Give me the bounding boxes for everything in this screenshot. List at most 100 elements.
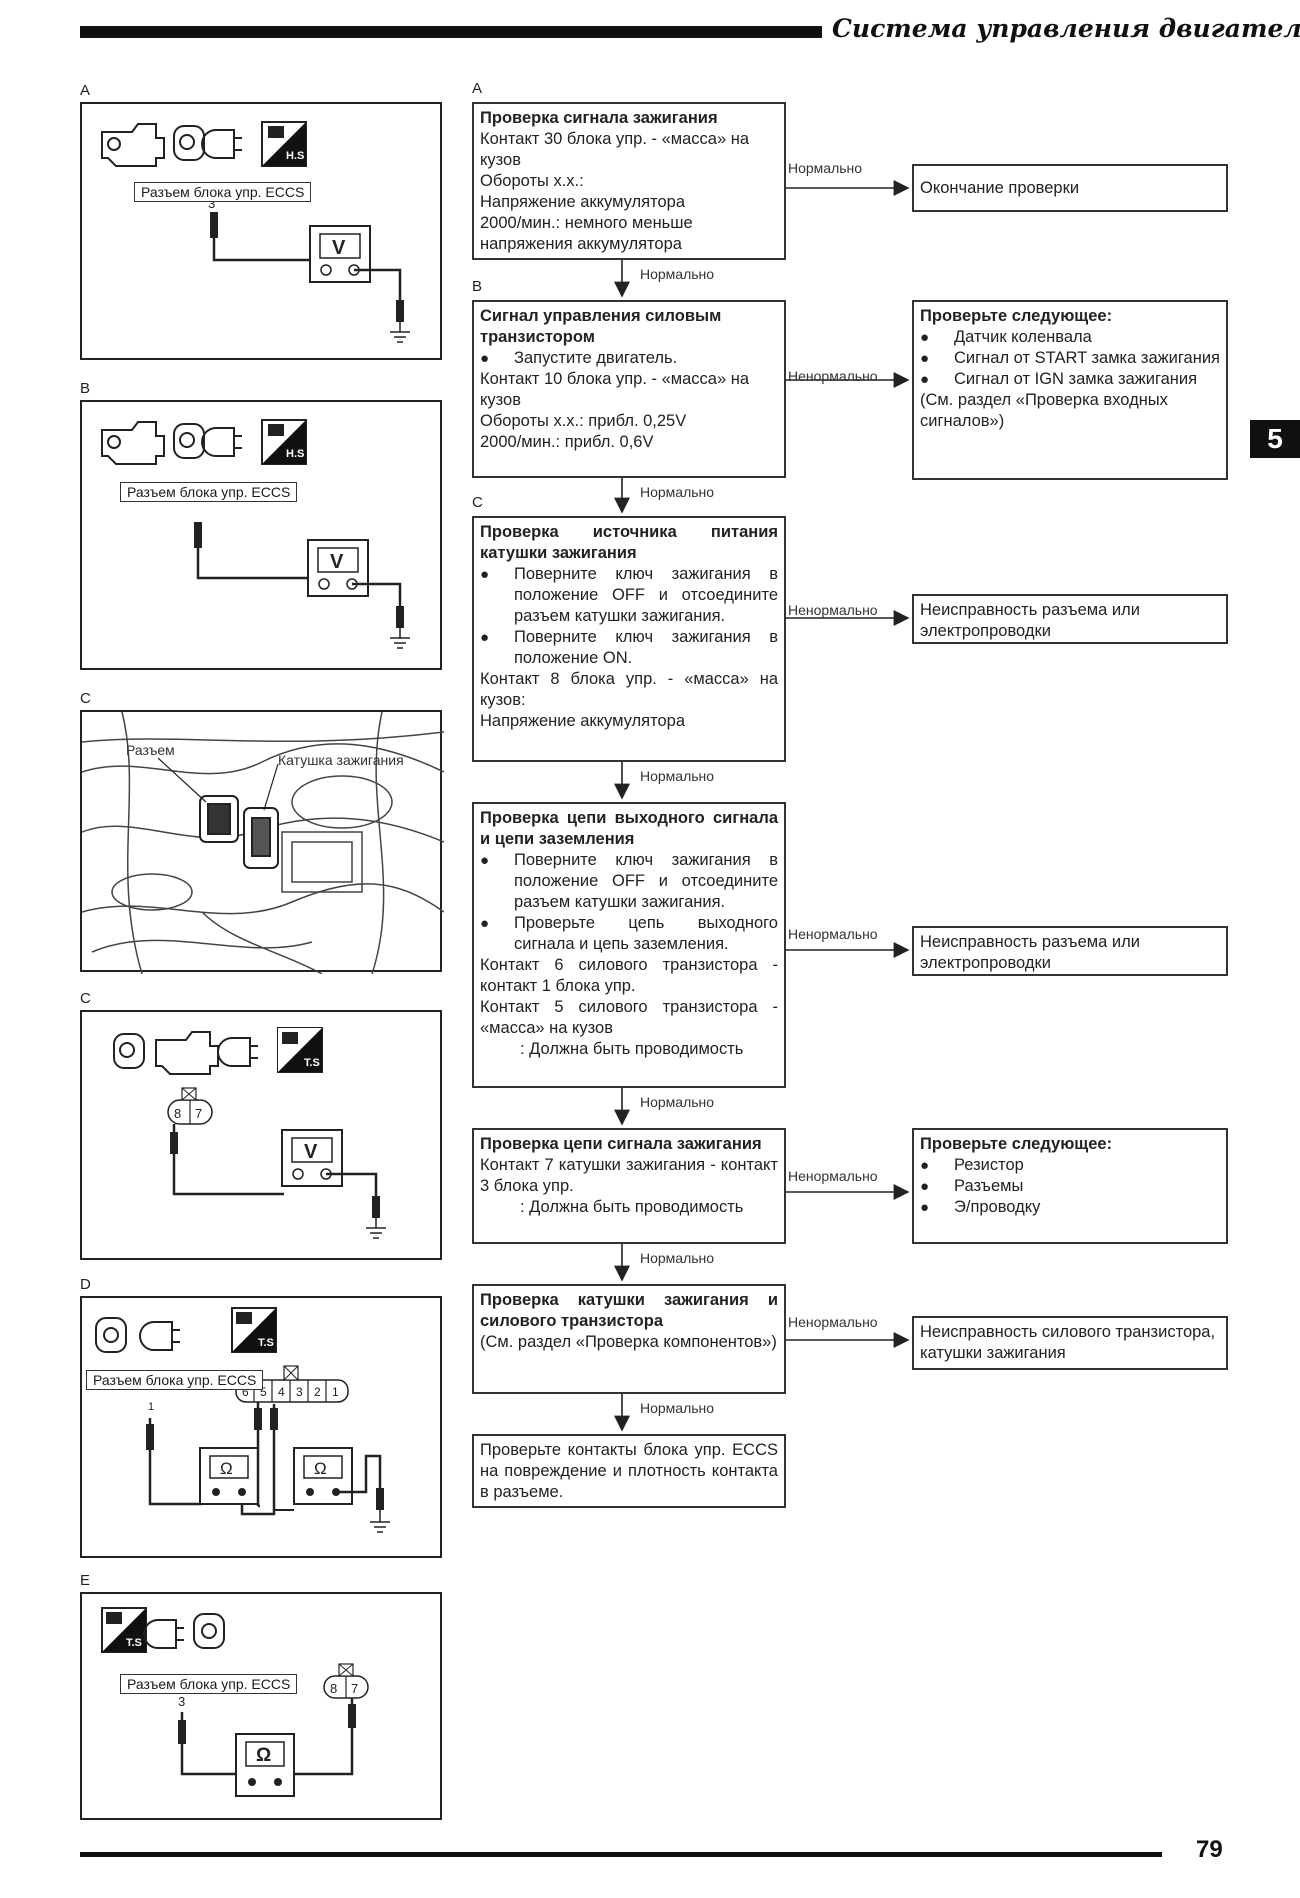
panel-d-connector-label: Разъем блока упр. ECCS: [86, 1370, 264, 1390]
footer-rule: [80, 1852, 1162, 1857]
step-b-box: Сигнал управления силовым транзистором З…: [472, 300, 786, 478]
step-f-result-box: Неисправность силового транзистора, кату…: [912, 1316, 1228, 1370]
edge-label-f-abnormal: Ненормально: [788, 1314, 878, 1330]
panel-b: H.S V Разъем блока упр. ECCS: [80, 400, 442, 670]
header-rule: [80, 26, 822, 38]
step-d-title: Проверка цепи выходного сигнала и цепи з…: [480, 809, 778, 848]
step-c-bullet: Поверните ключ зажигания в положение ON.: [480, 627, 778, 669]
panel-d-meter-1: Ω: [220, 1459, 233, 1478]
panel-c1-photo: Разъем Катушка зажигания: [80, 710, 444, 974]
step-b-result-note: (См. раздел «Проверка входных сигналов»): [920, 391, 1168, 430]
engine-running-icon: [101, 123, 165, 167]
edge-label-bc-normal: Нормально: [640, 484, 715, 500]
panel-d-letter: D: [80, 1276, 91, 1293]
panel-e-pin: 3: [178, 1694, 185, 1709]
step-d-box: Проверка цепи выходного сигнала и цепи з…: [472, 802, 786, 1088]
ignition-coil-connector: [199, 795, 239, 843]
step-d-bullet: Поверните ключ зажигания в положение OFF…: [480, 850, 778, 913]
ground-icon: [366, 1218, 386, 1239]
panel-a-drawing: H.S 3 V: [101, 121, 410, 343]
edge-label-d-abnormal: Ненормально: [788, 926, 878, 942]
panel-b-drawing: H.S V: [101, 419, 410, 649]
edge-label-de-normal: Нормально: [640, 1094, 715, 1110]
panel-c2-letter: C: [80, 990, 91, 1007]
panel-e-pin-7: 7: [351, 1681, 358, 1696]
transistor-connector-pins: [235, 1365, 349, 1403]
panel-d-meter-2: Ω: [314, 1459, 327, 1478]
edge-label-a-normal: Нормально: [788, 160, 863, 176]
step-b-result-item: Сигнал от START замка зажигания: [920, 348, 1220, 369]
panel-c2-meter: V: [304, 1141, 318, 1163]
step-e-tail: : Должна быть проводимость: [520, 1198, 744, 1216]
step-c-title: Проверка источника питания катушки зажиг…: [480, 523, 778, 562]
hs-mode-icon: [261, 121, 307, 167]
step-c-line: Контакт 8 блока упр. - «масса» на кузов:: [480, 670, 778, 709]
panel-b-connector-label: Разъем блока упр. ECCS: [120, 482, 298, 502]
engine-bay-drawing: [82, 712, 444, 974]
panel-d-pin-6: 6: [242, 1385, 249, 1399]
panel-d: T.S 6 5 4 3 2 1 1 Ω Ω: [80, 1296, 442, 1558]
step-b-result-item: Датчик коленвала: [920, 327, 1220, 348]
panel-a-tag: H.S: [286, 150, 304, 162]
panel-d-pin-2: 2: [314, 1385, 321, 1399]
panel-c2-drawing: T.S 8 7 V: [113, 1027, 386, 1239]
step-d-tail: : Должна быть проводимость: [520, 1040, 744, 1058]
panel-b-letter: B: [80, 380, 91, 397]
ground-icon: [390, 628, 410, 649]
edge-label-cd-normal: Нормально: [640, 768, 715, 784]
ohmmeter-icon-1: [199, 1447, 259, 1505]
step-e-title: Проверка цепи сигнала зажигания: [480, 1135, 762, 1153]
step-c-result: Неисправность разъема или электропроводк…: [920, 601, 1140, 640]
step-b-line: Контакт 10 блока упр. - «масса» на кузов: [480, 370, 750, 409]
connector-plug-icon: [139, 1321, 180, 1351]
step-c-line: Напряжение аккумулятора: [480, 712, 686, 730]
ohmmeter-icon-2: [293, 1447, 353, 1505]
panel-b-meter: V: [330, 551, 344, 573]
panel-e-drawing: T.S 8 7 3 Ω: [101, 1607, 369, 1797]
step-a-line: Контакт 30 блока упр. - «масса» на кузов: [480, 130, 750, 169]
ground-icon: [370, 1510, 390, 1533]
step-c-bullet: Поверните ключ зажигания в положение OFF…: [480, 564, 778, 627]
page-header-title: Система управления двигателем: [832, 14, 1300, 43]
step-a-title: Проверка сигнала зажигания: [480, 109, 718, 127]
step-a-letter: A: [472, 80, 483, 97]
step-f-title: Проверка катушки зажигания и силового тр…: [480, 1291, 778, 1330]
section-tab[interactable]: 5: [1250, 420, 1300, 458]
step-b-bullet: Запустите двигатель.: [480, 348, 778, 369]
ignition-key-icon: [173, 125, 205, 161]
panel-a-meter: V: [332, 237, 346, 259]
panel-e-meter: Ω: [256, 1745, 271, 1766]
panel-a-letter: A: [80, 82, 91, 99]
step-b-line: Обороты х.х.: прибл. 0,25V: [480, 412, 687, 430]
step-a-result: Окончание проверки: [920, 179, 1080, 197]
panel-d-pin-3: 3: [296, 1385, 303, 1399]
page-number: 79: [1196, 1836, 1223, 1863]
ignition-key-icon: [173, 423, 205, 459]
step-a-line: Обороты х.х.:: [480, 172, 584, 190]
panel-e-pin-8: 8: [330, 1681, 337, 1696]
ignition-key-off-icon: [193, 1613, 225, 1649]
step-d-line: Контакт 6 силового транзистора - контакт…: [480, 956, 778, 995]
connector-plug-icon: [201, 129, 242, 159]
panel-d-pin-1: 1: [332, 1385, 339, 1399]
photo-label-coil: Катушка зажигания: [278, 752, 404, 768]
step-b-title: Сигнал управления силовым транзистором: [480, 307, 722, 346]
panel-c2: T.S 8 7 V: [80, 1010, 442, 1260]
panel-c2-pin-8: 8: [174, 1106, 181, 1121]
step-e-box: Проверка цепи сигнала зажигания Контакт …: [472, 1128, 786, 1244]
step-f-line: (См. раздел «Проверка компонентов»): [480, 1333, 777, 1351]
ts-mode-icon: [101, 1607, 147, 1653]
edge-label-ab-normal: Нормально: [640, 266, 715, 282]
step-f-box: Проверка катушки зажигания и силового тр…: [472, 1284, 786, 1394]
step-g-box: Проверьте контакты блока упр. ECCS на по…: [472, 1434, 786, 1508]
ohmmeter-icon: [235, 1733, 295, 1797]
step-c-result-box: Неисправность разъема или электропроводк…: [912, 594, 1228, 644]
step-d-result-box: Неисправность разъема или электропроводк…: [912, 926, 1228, 976]
step-f-result: Неисправность силового транзистора, кату…: [920, 1323, 1216, 1362]
step-b-letter: B: [472, 278, 483, 295]
edge-label-ef-normal: Нормально: [640, 1250, 715, 1266]
panel-d-pin: 1: [148, 1401, 154, 1413]
step-b-result-item: Сигнал от IGN замка зажигания: [920, 369, 1220, 390]
ts-mode-icon: [231, 1307, 277, 1353]
ground-icon: [390, 322, 410, 343]
